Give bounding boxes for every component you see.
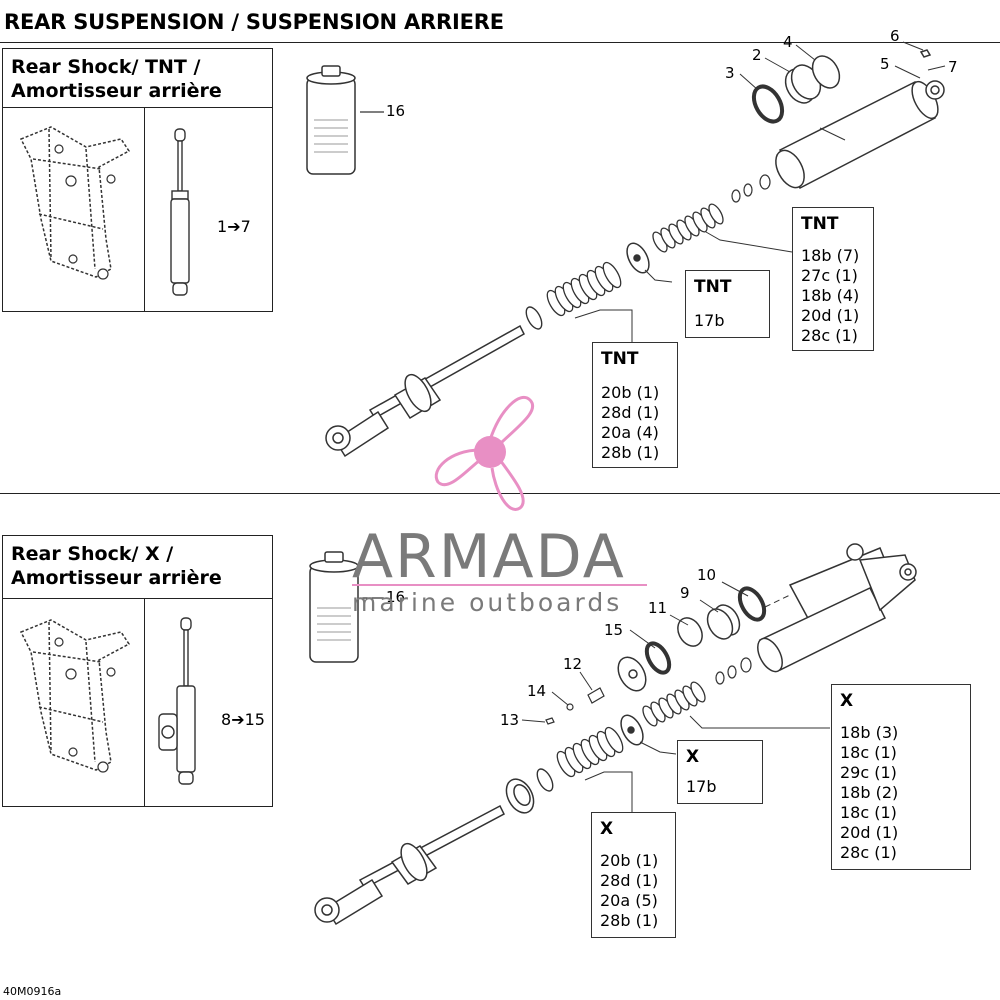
x-box-title-line1: Rear Shock/ X / [11,543,174,565]
table-row: 28c (1) [840,843,897,862]
table-row: 20b (1) [601,383,660,402]
watermark-tagline: marine outboards [352,588,623,617]
x-callout-13: 13 [500,711,520,729]
tnt-exploded-view [306,41,946,458]
tnt-mini-shock-illustration [170,128,190,296]
x-frame-locator-illustration [19,619,131,773]
x-callout-10: 10 [697,566,717,584]
x-range-from: 8 [221,710,232,729]
page-title: REAR SUSPENSION / SUSPENSION ARRIERE [4,10,504,34]
table-row: 18b (4) [801,286,860,305]
x-mini-shock-illustration [158,617,196,785]
table-row: 20d (1) [840,823,899,842]
watermark-brand: ARMADA [352,522,626,592]
tnt-box-title-line1: Rear Shock/ TNT / [11,56,201,78]
x-range-to: 15 [244,710,265,729]
table-row: 20d (1) [801,306,860,325]
x-shock-body [757,543,917,673]
tnt-range-to: 7 [240,217,251,236]
table-head: X [840,691,854,711]
tnt-box-title-line2: Amortisseur arrière [11,80,222,102]
tnt-parts-table-piston: TNT 17b [685,270,770,338]
x-callout-11: 11 [648,599,668,617]
table-head: X [600,819,614,839]
tnt-callout-5: 5 [880,55,890,73]
arrow-right-icon: ➔ [231,710,245,729]
x-exploded-view [309,543,917,926]
tnt-range-from: 1 [217,217,228,236]
table-row: 28b (1) [600,911,659,930]
tnt-callout-16: 16 [386,102,406,120]
propeller-logo-icon [434,396,534,511]
x-box-column-separator [144,598,145,806]
table-row: 18b (7) [801,246,860,265]
tnt-frame-locator-illustration [19,126,131,280]
table-row: 29c (1) [840,763,897,782]
top-divider [0,42,1000,43]
table-row: 18b (2) [840,783,899,802]
tnt-callout-3: 3 [725,64,735,82]
x-shaft [314,804,505,926]
tnt-callout-7: 7 [948,58,958,76]
table-head: TNT [601,349,639,369]
tnt-box-column-separator [144,107,145,311]
tnt-parts-table-upper: TNT 18b (7) 27c (1) 18b (4) 20d (1) 28c … [792,207,874,351]
table-row: 17b [686,777,717,796]
table-head: X [686,747,700,767]
tnt-callout-4: 4 [783,33,793,51]
table-row: 28d (1) [600,871,659,890]
table-head: TNT [801,214,839,234]
table-row: 20b (1) [600,851,659,870]
x-callout-9: 9 [680,584,690,602]
x-callout-15: 15 [604,621,624,639]
x-parts-table-upper: X 18b (3) 18c (1) 29c (1) 18b (2) 18c (1… [831,684,971,870]
x-box-separator [3,598,272,599]
table-row: 28d (1) [601,403,660,422]
x-callout-14: 14 [527,682,547,700]
x-parts-table-piston: X 17b [677,740,763,804]
drawing-code: 40M0916a [3,985,62,998]
table-row: 17b [694,311,725,330]
table-row: 18b (3) [840,723,899,742]
x-box-title-line2: Amortisseur arrière [11,567,222,589]
tnt-box-separator [3,107,272,108]
table-head: TNT [694,277,732,297]
x-oil-can-icon [309,551,359,663]
table-row: 20a (5) [600,891,658,910]
x-parts-table-lower: X 20b (1) 28d (1) 20a (5) 28b (1) [591,812,676,938]
table-row: 20a (4) [601,423,659,442]
tnt-locator-box: Rear Shock/ TNT / Amortisseur arrière 1➔… [2,48,273,312]
x-callout-12: 12 [563,655,583,673]
table-row: 27c (1) [801,266,858,285]
table-row: 28c (1) [801,326,858,345]
x-part-range-label: 8➔15 [221,710,265,729]
table-row: 18c (1) [840,803,897,822]
tnt-callout-2: 2 [752,46,762,64]
x-locator-box: Rear Shock/ X / Amortisseur arrière 8➔15 [2,535,273,807]
tnt-shock-body [775,80,945,190]
x-callout-16: 16 [386,588,406,606]
tnt-shaft [325,324,525,458]
watermark-underline [352,584,647,586]
tnt-callout-6: 6 [890,27,900,45]
table-row: 28b (1) [601,443,660,462]
tnt-oil-can-icon [306,65,356,175]
table-row: 18c (1) [840,743,897,762]
tnt-part-range-label: 1➔7 [217,217,251,236]
tnt-parts-table-lower: TNT 20b (1) 28d (1) 20a (4) 28b (1) [592,342,678,468]
arrow-right-icon: ➔ [227,217,241,236]
